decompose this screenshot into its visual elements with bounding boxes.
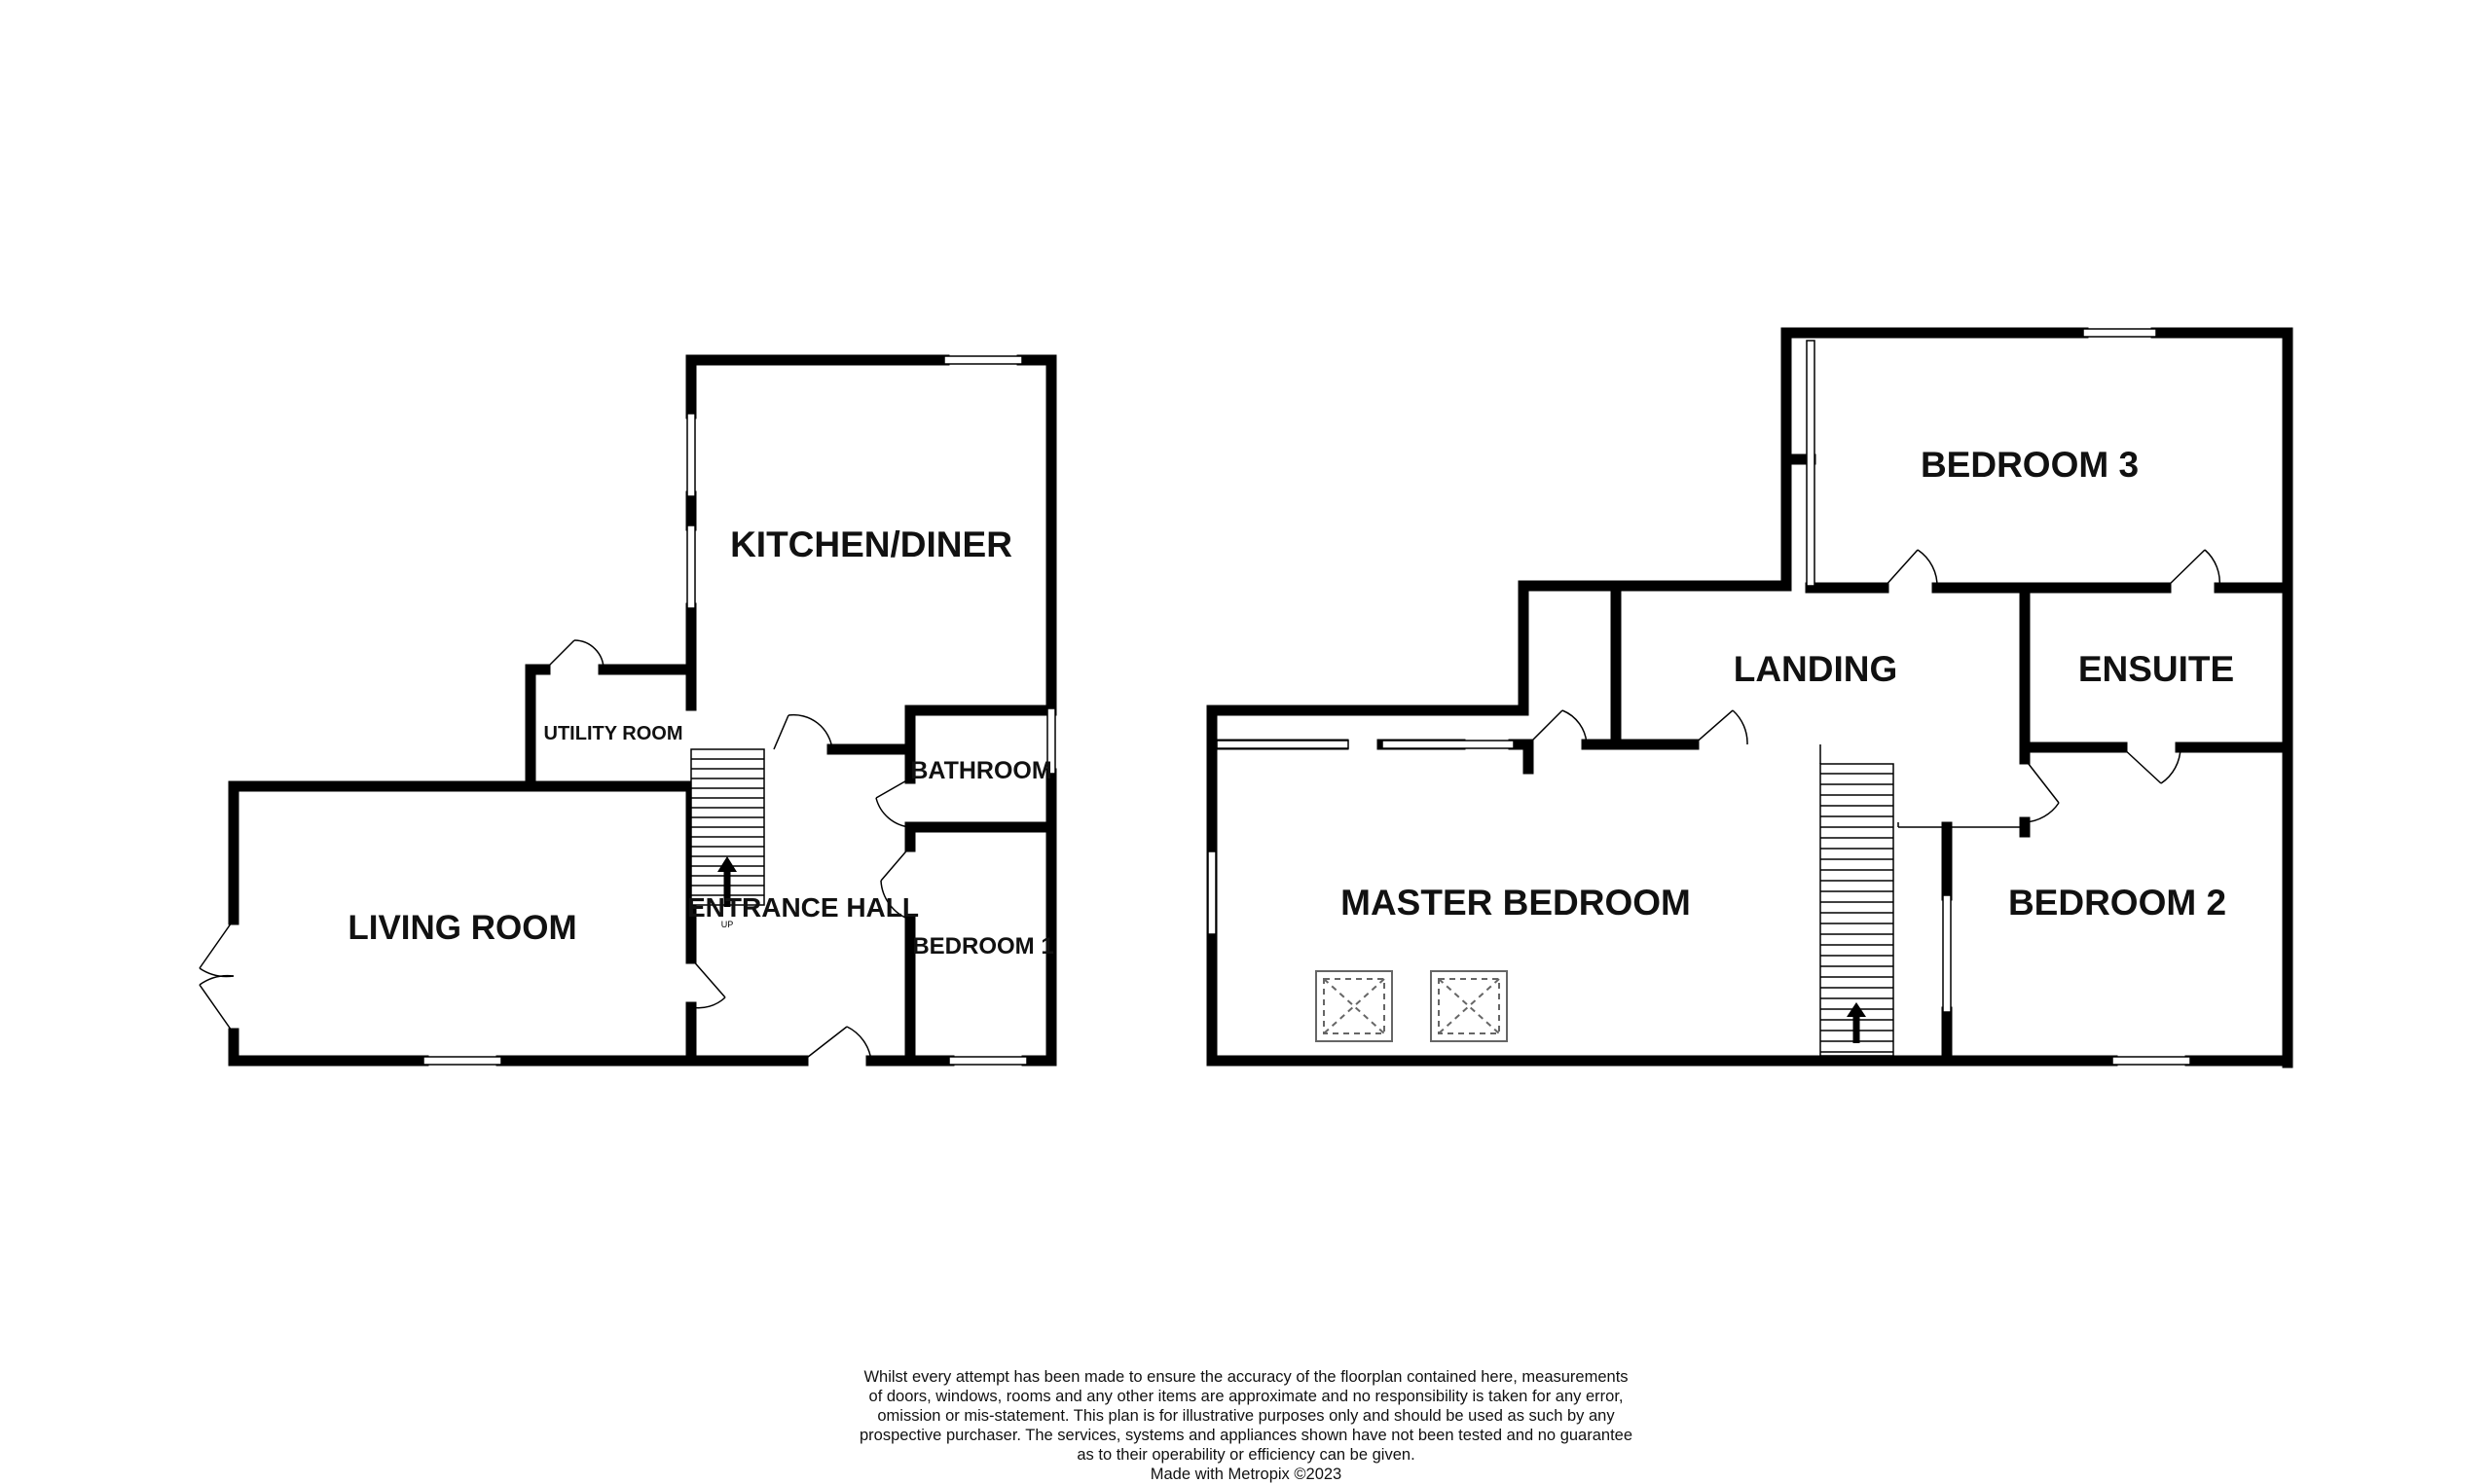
door-swing-icon <box>544 639 605 670</box>
sliding-door-icon <box>1216 740 1515 749</box>
door-swing-icon <box>875 778 911 828</box>
room-label-bedroom-3: BEDROOM 3 <box>1921 445 2139 485</box>
disclaimer-line: prospective purchaser. The services, sys… <box>859 1427 1633 1444</box>
room-label-living-room: LIVING ROOM <box>348 909 576 947</box>
window-icon <box>686 525 696 609</box>
skylight-icon <box>1315 970 1393 1042</box>
door-swing-icon <box>880 846 911 921</box>
room-label-bedroom-1: BEDROOM 1 <box>912 933 1053 959</box>
disclaimer-line: omission or mis-statement. This plan is … <box>877 1407 1615 1425</box>
door-swing-icon <box>1883 549 1938 589</box>
door-swing-icon <box>2121 746 2181 784</box>
stairs-ground <box>690 748 765 906</box>
window-icon <box>2082 328 2157 338</box>
door-swing-icon <box>773 713 833 750</box>
wardrobe-door-icon <box>1806 340 1952 1013</box>
stairs-up-arrow-icon <box>717 856 737 907</box>
room-label-entrance-hall: ENTRANCE HALL <box>687 892 919 923</box>
credit: Made with Metropix ©2023 <box>1150 1466 1342 1483</box>
window-icon <box>1046 707 1056 775</box>
window-icon <box>1207 851 1217 935</box>
door-swing-icon <box>1527 709 1588 745</box>
door-swing-icon <box>1898 758 2060 828</box>
french-doors-icon <box>199 919 235 1034</box>
stairs-arrow-icon <box>1847 1002 1866 1043</box>
door-swing-icon <box>1693 709 1748 745</box>
stairs-up-label: UP <box>721 920 734 929</box>
first-floor-walls <box>1206 327 2293 1068</box>
room-label-landing: LANDING <box>1734 649 1898 689</box>
window-icon <box>943 355 1023 365</box>
door-swing-icon <box>690 958 726 1009</box>
window-icon <box>948 1056 1028 1066</box>
room-label-bathroom: BATHROOM <box>910 757 1051 784</box>
window-icon <box>422 1056 502 1066</box>
window-icon <box>2111 1056 2191 1066</box>
disclaimer-line: as to their operability or efficiency ca… <box>1077 1446 1415 1464</box>
room-label-ensuite: ENSUITE <box>2078 649 2234 689</box>
door-swing-icon <box>2165 549 2221 589</box>
room-label-utility-room: UTILITY ROOM <box>544 723 683 744</box>
skylight-icon <box>1430 970 1508 1042</box>
room-label-master-bedroom: MASTER BEDROOM <box>1340 883 1691 923</box>
ground-floor-walls <box>228 354 1057 1067</box>
disclaimer-line: of doors, windows, rooms and any other i… <box>868 1388 1624 1405</box>
room-label-kitchen-diner: KITCHEN/DINER <box>730 525 1012 564</box>
door-swing-icon <box>802 1026 872 1062</box>
room-label-bedroom-2: BEDROOM 2 <box>2008 883 2226 923</box>
disclaimer: Whilst every attempt has been made to en… <box>759 1367 1733 1484</box>
disclaimer-line: Whilst every attempt has been made to en… <box>863 1368 1629 1386</box>
window-icon <box>686 413 696 497</box>
